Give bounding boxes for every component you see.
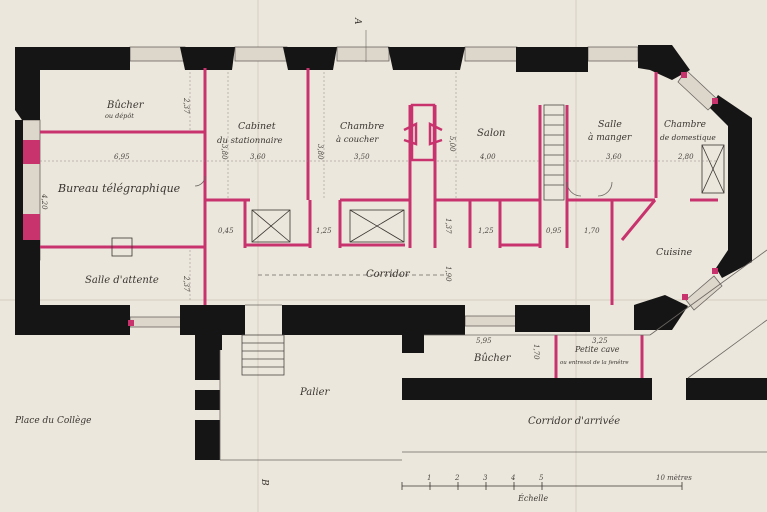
room-label-corridor-arrivee: Corridor d'arrivée [528, 416, 620, 427]
dimension-lines [40, 72, 718, 302]
dim-closet-2: 1,25 [316, 227, 332, 235]
dim-cave: 3,25 [592, 337, 608, 345]
dim-cave-height: 1,70 [532, 344, 540, 360]
masonry-walls [15, 45, 767, 460]
chimney [403, 103, 443, 162]
room-label-palier: Palier [299, 387, 331, 398]
door-swings [194, 175, 613, 197]
interior-lines [219, 249, 767, 461]
dim-closet-1: 0,45 [218, 227, 234, 235]
room-label-cabinet-2: du stationnaire [217, 136, 283, 146]
room-label-chambre-dom-2: de domestique [660, 133, 716, 142]
room-label-salle-manger-1: Salle [598, 119, 622, 130]
dim-corridor-height: 1,90 [444, 266, 452, 282]
dim-salon-width: 4,00 [479, 153, 496, 161]
dim-chambre-width: 3,50 [354, 153, 370, 161]
room-label-bucher-bottom: Bûcher [473, 353, 512, 364]
service-staircase [543, 104, 565, 201]
dim-stair: 0,95 [546, 227, 562, 235]
scale-tick-3: 3 [483, 474, 488, 482]
room-label-bucher-top-sub: ou dépôt [105, 112, 134, 120]
pink-jambs [23, 72, 718, 326]
section-mark-b: B [259, 478, 269, 486]
scale-tick-1: 1 [427, 474, 431, 482]
dim-pantry: 1,70 [584, 227, 600, 235]
scale-label: Échelle [517, 494, 548, 503]
dim-corridor-height-2: 1,37 [444, 218, 452, 234]
scale-end: 10 mètres [656, 474, 692, 482]
dim-salle-width: 3,60 [606, 153, 622, 161]
dim-closet-3: 1,25 [478, 227, 494, 235]
room-label-bucher-top: Bûcher [106, 100, 145, 111]
dim-cabinet-width: 3,60 [250, 153, 266, 161]
scale-tick-4: 4 [510, 474, 515, 482]
room-label-chambre-1: Chambre [340, 121, 385, 132]
room-label-cabinet-1: Cabinet [238, 121, 276, 132]
dim-chambre-height: 3,80 [316, 144, 324, 160]
room-label-chambre-dom-1: Chambre [664, 120, 706, 130]
room-label-salon: Salon [477, 128, 505, 139]
dim-bucher-bottom: 5,95 [476, 337, 492, 345]
section-mark-a: A [352, 17, 362, 25]
place-label: Place du Collège [14, 415, 91, 426]
dim-salon-height: 5,00 [448, 136, 456, 152]
dim-attente-height: 2,37 [182, 275, 190, 292]
room-label-salle-manger-2: à manger [588, 132, 632, 143]
dim-bureau-width: 6,95 [114, 153, 130, 161]
dim-bureau-height: 4,20 [40, 193, 48, 210]
dim-chambre-dom-width: 2,80 [677, 153, 694, 161]
scale-bar [401, 482, 683, 490]
room-label-cuisine: Cuisine [656, 247, 692, 258]
scale-tick-2: 2 [454, 474, 460, 482]
closets [111, 144, 725, 257]
room-label-petite-cave-1: Petite cave [574, 345, 620, 354]
dim-bucher-height: 2,37 [182, 97, 190, 114]
entrance-steps [241, 334, 285, 376]
room-label-chambre-2: à coucher [336, 134, 379, 145]
scale-tick-5: 5 [539, 474, 544, 482]
room-label-bureau: Bureau télégraphique [57, 182, 181, 195]
room-label-petite-cave-2: ou entresol de la fenêtre [560, 359, 629, 366]
room-label-salle-attente: Salle d'attente [85, 275, 159, 286]
room-label-corridor: Corridor [366, 269, 411, 280]
dim-cabinet-height: 3,80 [220, 144, 228, 160]
